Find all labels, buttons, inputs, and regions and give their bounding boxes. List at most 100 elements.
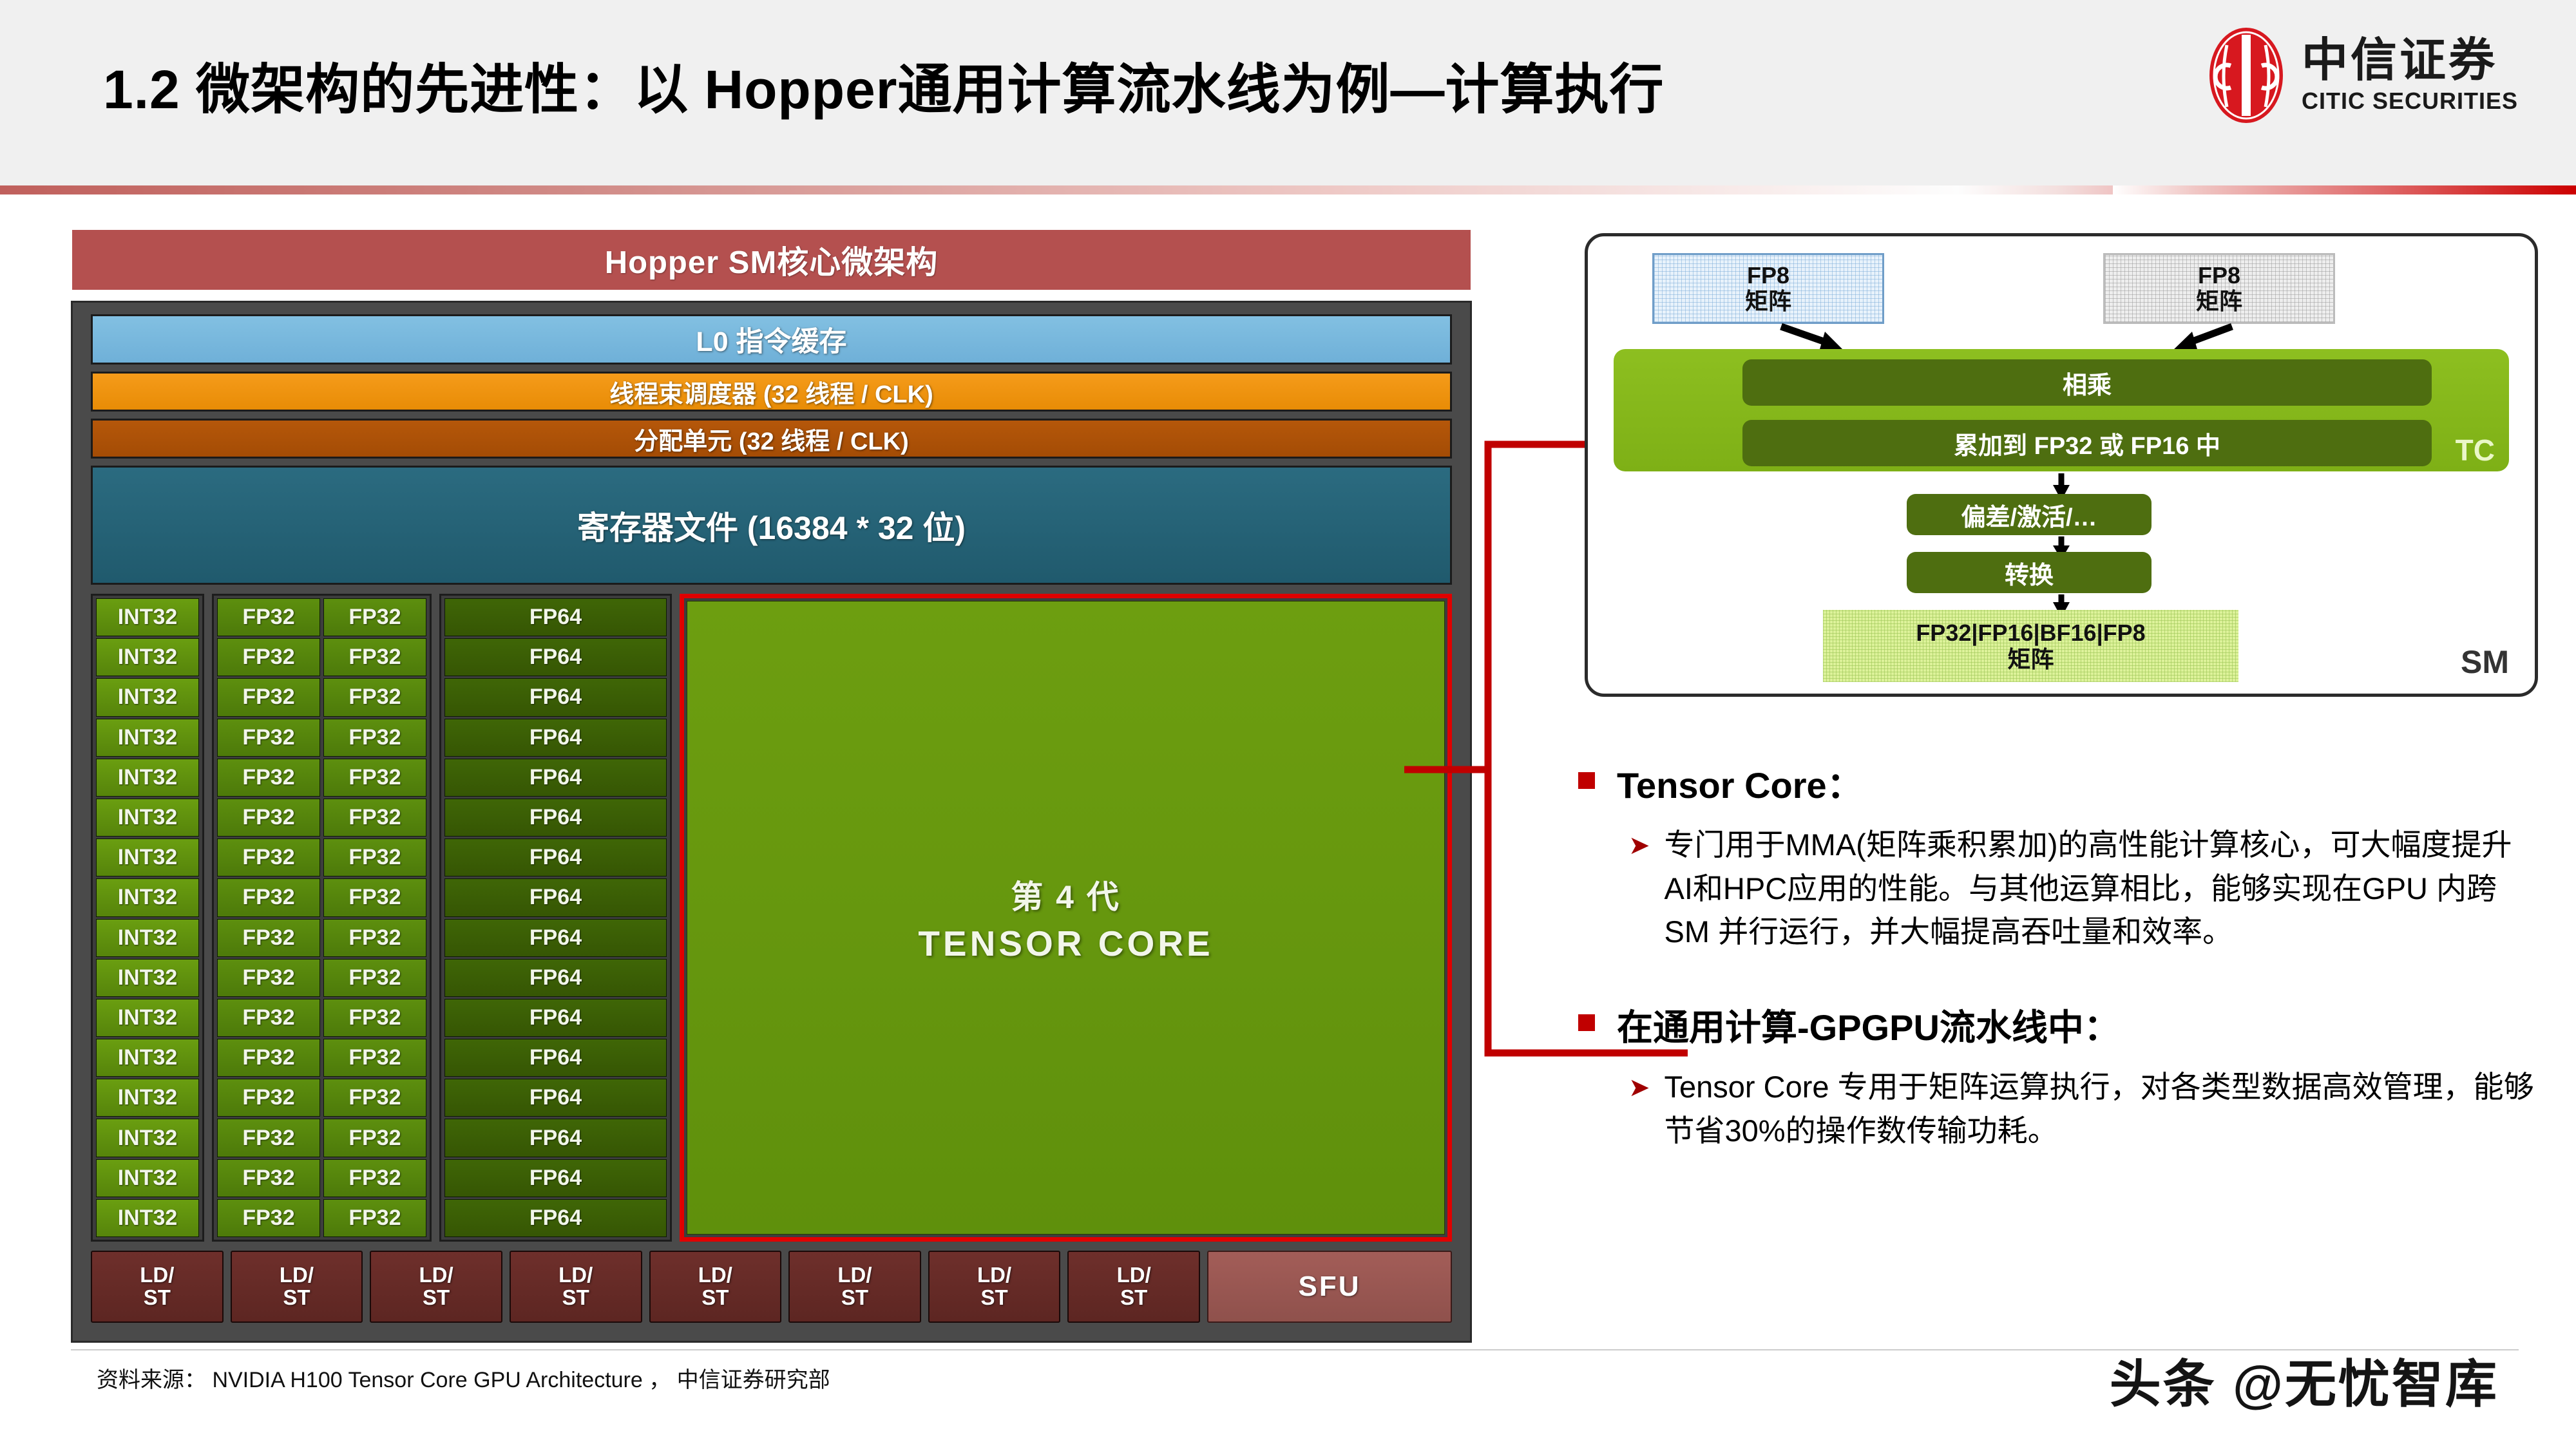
input-a-label: 矩阵 <box>1744 288 1791 314</box>
int32-unit: INT32 <box>96 678 199 717</box>
bullet-square-icon <box>1578 772 1595 789</box>
fp32-unit: FP32 <box>217 798 320 837</box>
fp32-unit: FP32 <box>323 678 426 717</box>
page-title: 1.2 微架构的先进性：以 Hopper通用计算流水线为例—计算执行 <box>103 59 1665 120</box>
sm-badge: SM <box>2461 644 2509 680</box>
fp32-unit: FP32 <box>217 958 320 997</box>
fp32-unit: FP32 <box>217 1159 320 1197</box>
input-matrix-b: FP8 矩阵 <box>2103 253 2335 324</box>
int32-unit: INT32 <box>96 1159 199 1197</box>
tensor-core-dataflow-diagram: FP8 矩阵 FP8 矩阵 相乘 累加到 FP32 或 FP16 中 TC 偏差… <box>1585 233 2538 697</box>
ldst-line-2: ST <box>1120 1285 1148 1309</box>
ldst-unit: LD/ST <box>649 1251 782 1323</box>
fp32-unit: FP32 <box>323 1039 426 1077</box>
fp32-unit: FP32 <box>323 838 426 877</box>
register-file-band: 寄存器文件 (16384 * 32 位) <box>91 466 1452 585</box>
warp-scheduler-band: 线程束调度器 (32 线程 / CLK) <box>91 372 1452 412</box>
int32-unit: INT32 <box>96 1119 199 1157</box>
input-a-type: FP8 <box>1746 261 1790 289</box>
fp32-unit: FP32 <box>217 758 320 797</box>
logo-text-cn: 中信证券 <box>2301 34 2497 86</box>
sfu-unit: SFU <box>1207 1251 1452 1323</box>
citic-logo-icon <box>2208 26 2285 126</box>
ldst-line-2: ST <box>283 1285 310 1309</box>
fp32-unit: FP32 <box>323 758 426 797</box>
int32-unit: INT32 <box>96 598 199 637</box>
source-citation: 资料来源： NVIDIA H100 Tensor Core GPU Archit… <box>97 1368 830 1392</box>
fp64-unit: FP64 <box>444 1159 667 1197</box>
bullet-body-0: ➤ 专门用于MMA(矩阵乘积累加)的高性能计算核心，可大幅度提升AI和HPC应用… <box>1628 823 2557 954</box>
fp64-unit: FP64 <box>444 998 667 1037</box>
tensor-core-block: 第 4 代 TENSOR CORE <box>680 594 1452 1242</box>
sm-diagram-title: Hopper SM核心微架构 <box>604 245 939 280</box>
int32-unit: INT32 <box>96 838 199 877</box>
int32-unit: INT32 <box>96 758 199 797</box>
ldst-line-1: LD/ <box>140 1263 175 1287</box>
page-header: 1.2 微架构的先进性：以 Hopper通用计算流水线为例—计算执行 中信证券 … <box>0 0 2576 187</box>
int32-unit: INT32 <box>96 958 199 997</box>
bullet-heading-1: 在通用计算-GPGPU流水线中： <box>1578 999 2557 1051</box>
footer-divider <box>71 1349 2519 1350</box>
fp64-unit: FP64 <box>444 798 667 837</box>
ldst-line-1: LD/ <box>279 1263 314 1287</box>
input-b-type: FP8 <box>2197 261 2241 289</box>
citic-logo: 中信证券 CITIC SECURITIES <box>2208 26 2518 126</box>
bullet-body-text-1: Tensor Core 专用于矩阵运算执行，对各类型数据高效管理，能够节省30%… <box>1664 1070 2534 1148</box>
ldst-line-1: LD/ <box>558 1263 593 1287</box>
ldst-line-2: ST <box>562 1285 589 1309</box>
fp64-unit: FP64 <box>444 758 667 797</box>
fp32-unit: FP32 <box>323 1159 426 1197</box>
bullet-body-1: ➤ Tensor Core 专用于矩阵运算执行，对各类型数据高效管理，能够节省3… <box>1628 1065 2557 1152</box>
convert-box: 转换 <box>1907 552 2151 593</box>
ldst-line-2: ST <box>422 1285 450 1309</box>
fp32-unit: FP32 <box>323 1119 426 1157</box>
fp64-unit: FP64 <box>444 678 667 717</box>
chevron-right-icon: ➤ <box>1628 831 1650 860</box>
ldst-line-1: LD/ <box>698 1263 732 1287</box>
fp32-unit: FP32 <box>323 1079 426 1117</box>
output-matrix-box: FP32|FP16|BF16|FP8 矩阵 <box>1823 610 2238 682</box>
ldst-line-1: LD/ <box>837 1263 872 1287</box>
fp32-unit: FP32 <box>323 958 426 997</box>
fp32-unit: FP32 <box>217 998 320 1037</box>
tensor-core-inner: 第 4 代 TENSOR CORE <box>687 601 1445 1235</box>
bullet-square-icon <box>1578 1014 1595 1032</box>
ldst-unit: LD/ST <box>230 1251 363 1323</box>
sm-diagram-body: L0 指令缓存 线程束调度器 (32 线程 / CLK) 分配单元 (32 线程… <box>71 301 1472 1343</box>
int32-unit: INT32 <box>96 918 199 957</box>
tensor-core-name: TENSOR CORE <box>918 923 1214 963</box>
input-b-label: 矩阵 <box>2195 288 2242 314</box>
fp64-unit: FP64 <box>444 1039 667 1077</box>
fp32-unit: FP32 <box>323 998 426 1037</box>
bullet-heading-0: Tensor Core： <box>1578 757 2557 809</box>
multiply-op-box: 相乘 <box>1742 359 2432 406</box>
bullet-heading-text-0: Tensor Core： <box>1617 765 1863 806</box>
logo-text-en: CITIC SECURITIES <box>2301 88 2518 115</box>
input-matrix-a: FP8 矩阵 <box>1652 253 1884 324</box>
ldst-line-2: ST <box>143 1285 171 1309</box>
header-divider <box>0 185 2576 194</box>
header-divider-accent <box>2113 185 2576 194</box>
output-label: 矩阵 <box>2007 646 2054 672</box>
ldst-unit: LD/ST <box>1067 1251 1200 1323</box>
int32-unit: INT32 <box>96 718 199 757</box>
int32-unit: INT32 <box>96 878 199 917</box>
int32-unit: INT32 <box>96 1198 199 1237</box>
watermark-text: 头条 @无忧智库 <box>2109 1356 2499 1413</box>
ldst-line-1: LD/ <box>977 1263 1012 1287</box>
int32-unit: INT32 <box>96 638 199 677</box>
ldst-unit: LD/ST <box>91 1251 224 1323</box>
l0-instruction-cache-band: L0 指令缓存 <box>91 314 1452 365</box>
fp32-unit: FP32 <box>217 878 320 917</box>
fp32-unit: FP32 <box>217 1198 320 1237</box>
chevron-right-icon: ➤ <box>1628 1074 1650 1103</box>
fp32-unit: FP32 <box>217 1119 320 1157</box>
fp32-unit: FP32 <box>323 1198 426 1237</box>
fp64-unit: FP64 <box>444 838 667 877</box>
fp32-unit: FP32 <box>217 638 320 677</box>
ldst-line-1: LD/ <box>1116 1263 1151 1287</box>
int32-unit: INT32 <box>96 798 199 837</box>
fp32-unit: FP32 <box>323 718 426 757</box>
